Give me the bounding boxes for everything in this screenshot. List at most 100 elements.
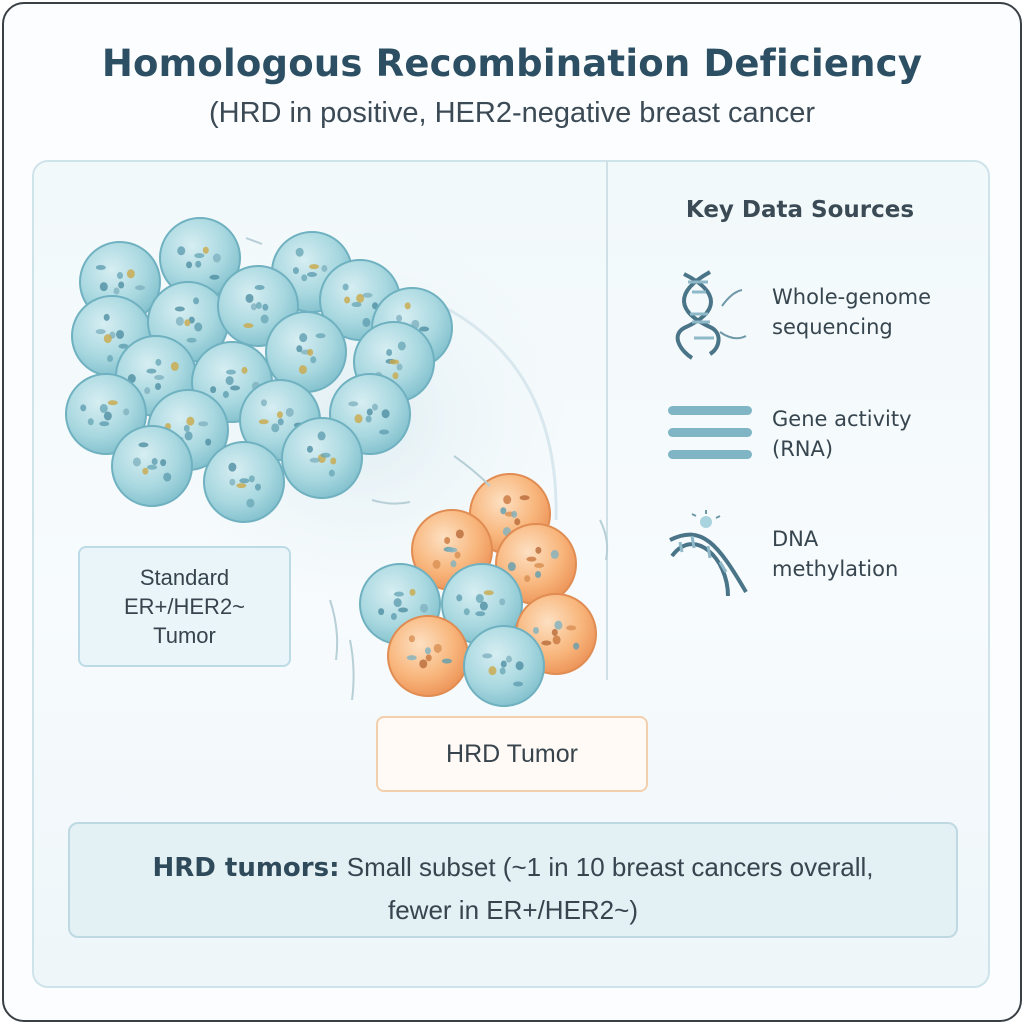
dna-helix-icon [675,270,747,360]
cell-spot [433,643,442,653]
cell-spot [184,319,191,327]
cell-spot [80,404,87,412]
cell-spot [298,365,307,375]
cell-spot [209,274,220,280]
cell-spot [260,314,269,324]
cell-spot [392,372,399,380]
cell-spot [299,333,308,343]
cell-spot [479,601,488,611]
cell-spot [195,260,202,268]
cell-spot [155,358,162,366]
cell-spot [552,635,561,645]
cell-spot [222,390,229,398]
cell-spot [524,575,531,583]
cell-spot [175,316,184,326]
cell-spot [456,594,463,602]
cell-spot [138,442,149,448]
cell-spot [174,306,185,312]
cell-spot [99,282,108,292]
cell-spot [210,386,217,394]
cell-spot [103,313,110,321]
cell-spot [503,495,512,505]
cell-spot [194,322,203,332]
cell-spot [260,399,267,407]
cell-spot [254,284,265,290]
cell-spot [107,354,114,362]
cell-spot [348,401,359,407]
cell-spot [532,626,539,634]
source-label-methylation: DNA methylation [772,524,898,584]
source-item-methylation: DNA methylation [662,504,962,604]
cell-spot [441,658,452,664]
cell-spot [202,246,209,254]
cell-spot [393,598,402,608]
cell-spot [186,261,193,269]
cell-spot [194,253,205,259]
summary-text-1: Small subset (~1 in 10 breast cancers ov… [346,852,874,882]
source-item-wgs: Whole-genome sequencing [662,262,962,362]
cell-spot [184,431,193,441]
cell-spot [390,612,397,620]
cell-spot [177,246,186,256]
cell-spot [450,560,457,568]
cell-spot [366,408,373,416]
cell-spot [103,334,112,344]
cell-spot [488,666,497,676]
cell-spot [118,343,129,349]
cell-spot [365,415,372,423]
source-methylation-line-2: methylation [772,557,899,581]
cell-spot [296,345,303,353]
cell-spot [144,387,151,395]
summary-box: HRD tumors: Small subset (~1 in 10 breas… [68,822,958,938]
cell-spot [419,659,428,669]
cell-spot [550,549,559,559]
cell-spot [225,376,234,386]
cell-spot [183,424,190,432]
cell-spot [475,593,484,603]
cell-spot [285,407,294,417]
cell-spot [328,469,335,477]
standard-tumor-cells [65,217,453,523]
cell-spot [241,366,248,374]
cell-spot [95,329,106,335]
cell-spot [146,368,157,374]
cell-spot [534,563,545,569]
cell-spot [170,361,179,371]
cell-spot [198,421,209,427]
cell-spot [163,472,172,482]
cell-spot [406,655,417,661]
cell-spot [396,363,403,371]
cell-spot [245,293,254,303]
cell-spot [514,518,521,526]
cell-spot [455,529,464,539]
cell-spot [425,654,432,662]
cell-spot [307,271,317,277]
cell-spot [239,478,250,484]
cell-spot [276,411,283,419]
cell-spot [515,661,524,671]
cell-spot [277,418,284,426]
page-title: Homologous Recombination Deficiency [101,42,923,85]
cell-spot [447,547,458,553]
cell-spot [483,590,494,596]
cell-spot [362,317,371,327]
cell-spot [386,348,393,356]
cell-spot [99,421,110,427]
cell-spot [500,660,507,668]
cell-spot [419,603,428,613]
cell-spot [396,314,403,322]
cell-spot [419,326,430,332]
cell-spot [193,297,200,305]
source-wgs-line-2: sequencing [772,315,893,339]
cell-spot [505,655,512,663]
standard-label-line-1: Standard [139,565,230,590]
cell-spot [155,382,162,390]
cell-spot [309,457,320,463]
cell-spot [342,283,349,291]
cell-spot [254,483,261,491]
cell-spot [499,667,506,675]
cell-spot [408,635,415,643]
cell-spot [475,611,486,617]
cell-spot [541,640,552,646]
cell-spot [424,647,431,655]
